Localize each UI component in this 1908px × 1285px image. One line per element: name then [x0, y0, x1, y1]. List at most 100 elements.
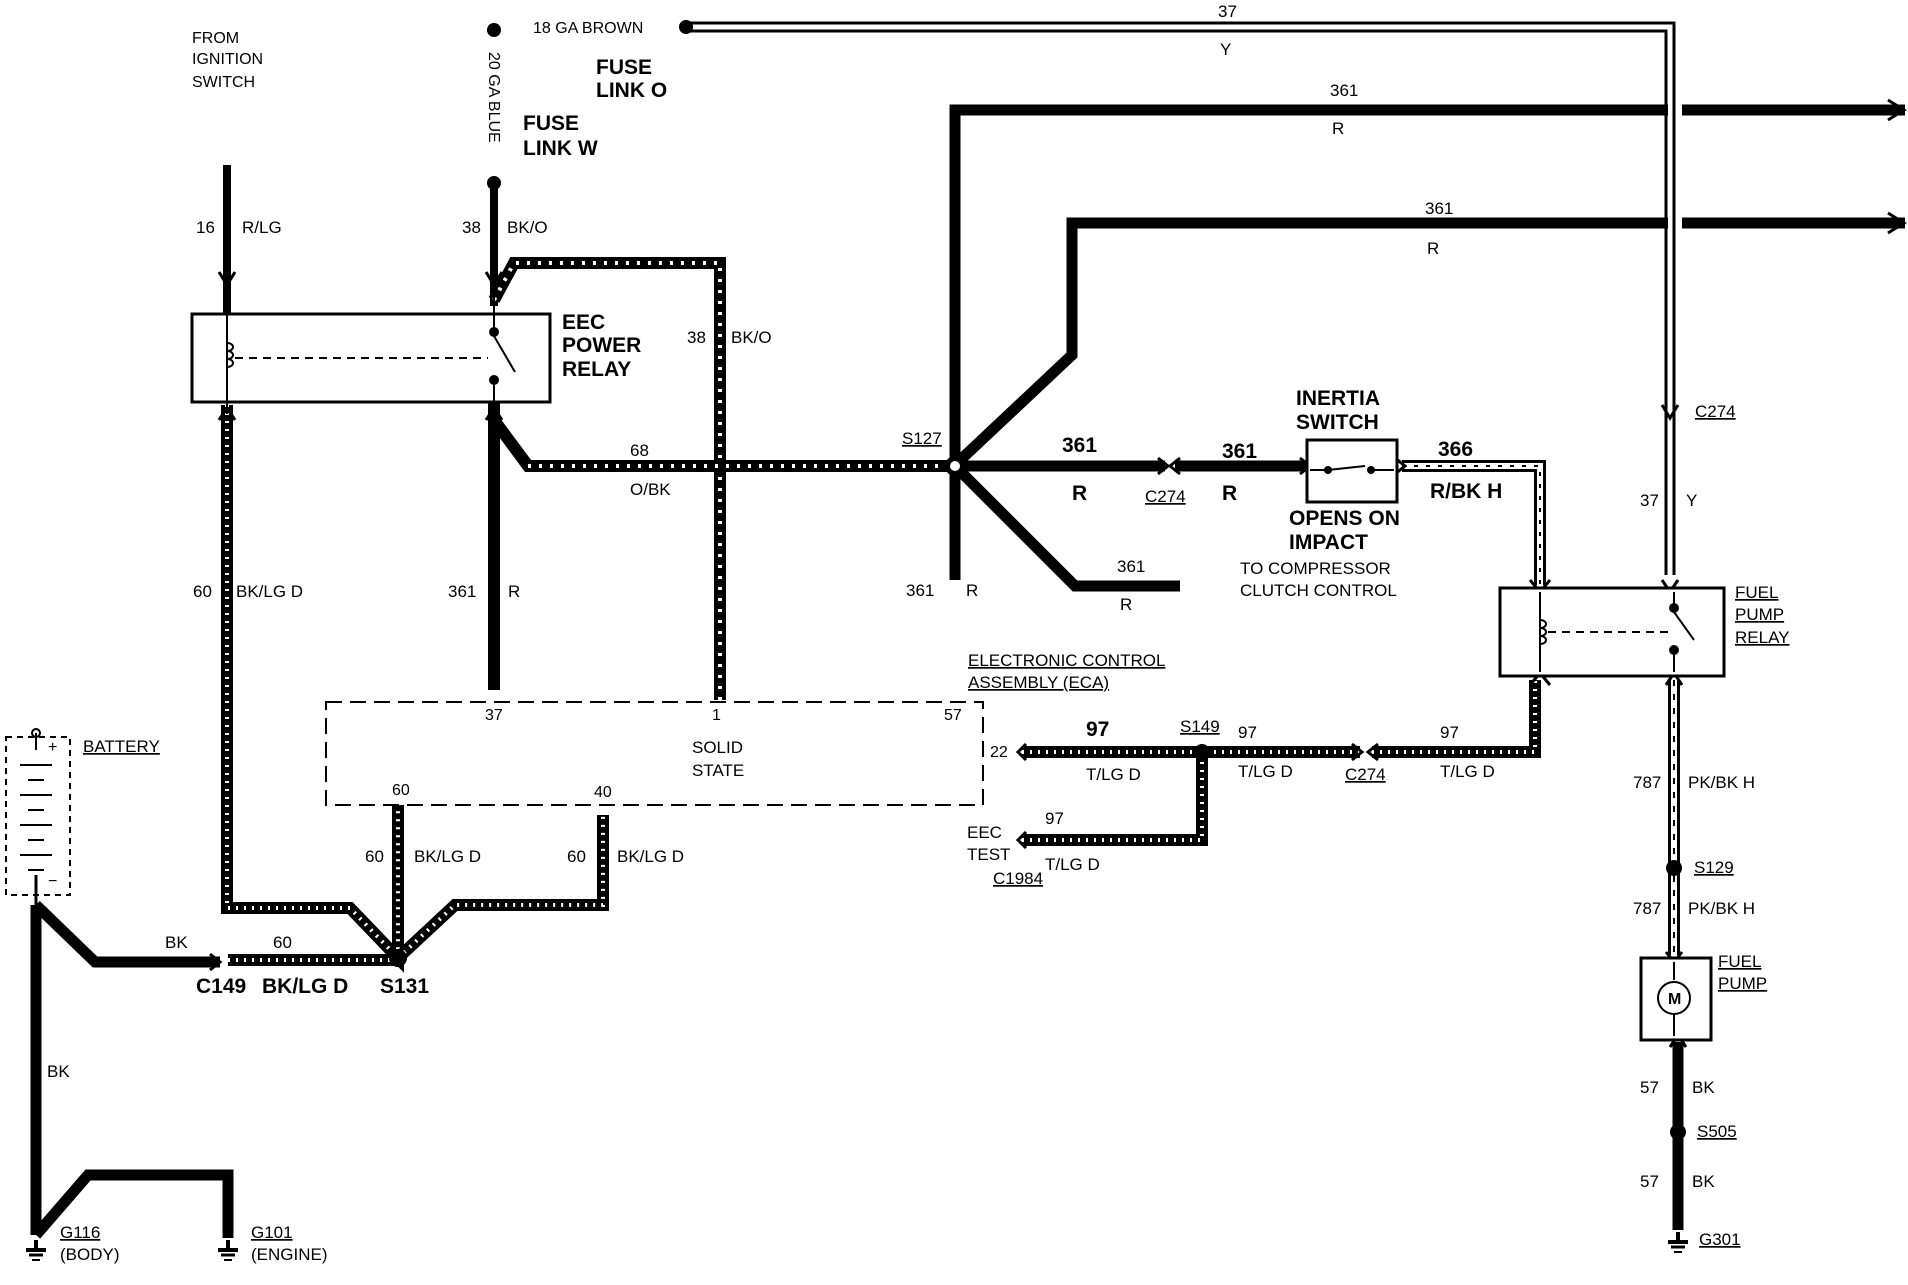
- g116-ground-icon: [24, 1238, 48, 1262]
- eca-pin-1: 1: [712, 707, 721, 724]
- wire-361-color-2: R: [1427, 239, 1439, 258]
- wire-38b-num: 38: [687, 328, 706, 347]
- g101-label: G101: [251, 1223, 293, 1242]
- fp-relay-label-1: FUEL: [1735, 583, 1778, 602]
- wire-37-right-num: 37: [1640, 491, 1659, 510]
- eca-pin-37: 37: [485, 707, 503, 724]
- wire-97a-color: T/LG D: [1086, 765, 1141, 784]
- g101-ground-icon: [216, 1238, 240, 1262]
- fuel-pump-label-1: FUEL: [1718, 952, 1761, 971]
- wire-60-batt-num: 60: [273, 933, 292, 952]
- wire-361-mid-color: R: [966, 581, 978, 600]
- wire-bk-battery: [32, 901, 220, 968]
- c149-color: BK/LG D: [262, 975, 348, 998]
- wire-97a-num: 97: [1086, 718, 1109, 741]
- wire-38-color: BK/O: [507, 218, 548, 237]
- wire-97b-color: T/LG D: [1238, 762, 1293, 781]
- eec-power-relay: [190, 290, 552, 414]
- wire-60b-color: BK/LG D: [414, 847, 481, 866]
- wire-bk-g101: [31, 1169, 234, 1239]
- wire-38b-color: BK/O: [731, 328, 772, 347]
- fuel-pump: [1639, 956, 1713, 1042]
- wire-57a-num: 57: [1640, 1078, 1659, 1097]
- inertia-switch[interactable]: [1305, 438, 1399, 504]
- wire-97c-color: T/LG D: [1440, 762, 1495, 781]
- wire-68-color: O/BK: [630, 480, 671, 499]
- eca-label-2: ASSEMBLY (ECA): [968, 673, 1109, 692]
- wire-787b-num: 787: [1633, 899, 1661, 918]
- s131-label: S131: [380, 975, 429, 998]
- battery-symbol: [5, 728, 71, 905]
- s129-splice: [1666, 860, 1682, 876]
- wire-38-num: 38: [462, 218, 481, 237]
- c149-label: C149: [196, 975, 246, 998]
- eca-pin-22: 22: [990, 744, 1008, 761]
- s127-label: S127: [902, 429, 942, 448]
- wire-37-y: [686, 21, 1676, 575]
- g101-sublabel: (ENGINE): [251, 1245, 328, 1264]
- fp-relay-label-2: PUMP: [1735, 605, 1784, 624]
- c1984-label: C1984: [993, 869, 1043, 888]
- wire-16-num: 16: [196, 218, 215, 237]
- battery-minus: −: [48, 873, 57, 890]
- wire-60c-num: 60: [567, 847, 586, 866]
- wire-361-second: [951, 217, 1668, 470]
- battery-label: BATTERY: [83, 737, 160, 756]
- fuse-link-o-2: LINK O: [596, 79, 667, 102]
- inertia-label-2: SWITCH: [1296, 411, 1379, 434]
- wire-57a-color: BK: [1692, 1078, 1715, 1097]
- fuse-link-w-dot: [487, 176, 501, 190]
- wire-361a-num: 361: [1062, 434, 1097, 457]
- blue-wire-dot: [487, 23, 501, 37]
- g116-label: G116: [60, 1223, 100, 1242]
- wire-97c-num: 97: [1440, 723, 1459, 742]
- g301-label: G301: [1699, 1230, 1741, 1249]
- fuse-link-o-1: FUSE: [596, 56, 652, 79]
- wire-bk-label: BK: [165, 933, 188, 952]
- wire-bk-down-label: BK: [47, 1062, 70, 1081]
- compressor-label-2: CLUTCH CONTROL: [1240, 581, 1397, 600]
- wire-361-left-num: 361: [448, 582, 476, 601]
- blue-wire-label: 20 GA BLUE: [485, 52, 502, 143]
- brown-wire-dot: [679, 20, 693, 34]
- eec-test-label-2: TEST: [967, 845, 1010, 864]
- wire-38-bko-loop: [488, 257, 726, 700]
- opens-label-1: OPENS ON: [1289, 507, 1400, 530]
- wire-361-br-num: 361: [1117, 557, 1145, 576]
- wire-361-num-1: 361: [1330, 81, 1358, 100]
- wire-60-num: 60: [193, 582, 212, 601]
- fp-relay-label-3: RELAY: [1735, 628, 1790, 647]
- motor-icon: M: [1668, 991, 1681, 1008]
- c274-label-a: C274: [1145, 487, 1186, 506]
- solid-state-1: SOLID: [692, 738, 743, 757]
- wire-361-mid-num: 361: [906, 581, 934, 600]
- wire-361-compressor: [951, 462, 1180, 592]
- fuse-link-w-1: FUSE: [523, 112, 579, 135]
- eec-relay-label-2: POWER: [562, 334, 641, 357]
- wire-361b-num: 361: [1222, 440, 1257, 463]
- wire-37-num: 37: [1218, 2, 1237, 21]
- s505-splice: [1670, 1124, 1686, 1140]
- s131-splice: [389, 949, 407, 967]
- s149-splice: [1194, 744, 1210, 760]
- s127-splice-center: [950, 461, 960, 471]
- wire-97-tlgd: [1022, 680, 1541, 846]
- eec-test-label-1: EEC: [967, 823, 1002, 842]
- wire-361a-color: R: [1072, 482, 1087, 505]
- wire-60c-color: BK/LG D: [617, 847, 684, 866]
- wire-37-right-color: Y: [1686, 491, 1697, 510]
- fuel-pump-label-2: PUMP: [1718, 974, 1767, 993]
- wire-60-bklgd: [221, 405, 609, 973]
- wire-361-color-1: R: [1332, 119, 1344, 138]
- battery-plus: +: [48, 739, 57, 756]
- ign-label-2: IGNITION: [192, 51, 263, 68]
- wire-787a-num: 787: [1633, 773, 1661, 792]
- eca-label-1: ELECTRONIC CONTROL: [968, 651, 1165, 670]
- c274-label-b: C274: [1345, 765, 1386, 784]
- fuel-pump-relay: [1498, 586, 1726, 678]
- wire-57b-num: 57: [1640, 1172, 1659, 1191]
- wire-68-num: 68: [630, 441, 649, 460]
- wire-97d-color: T/LG D: [1045, 855, 1100, 874]
- s129-label: S129: [1694, 858, 1734, 877]
